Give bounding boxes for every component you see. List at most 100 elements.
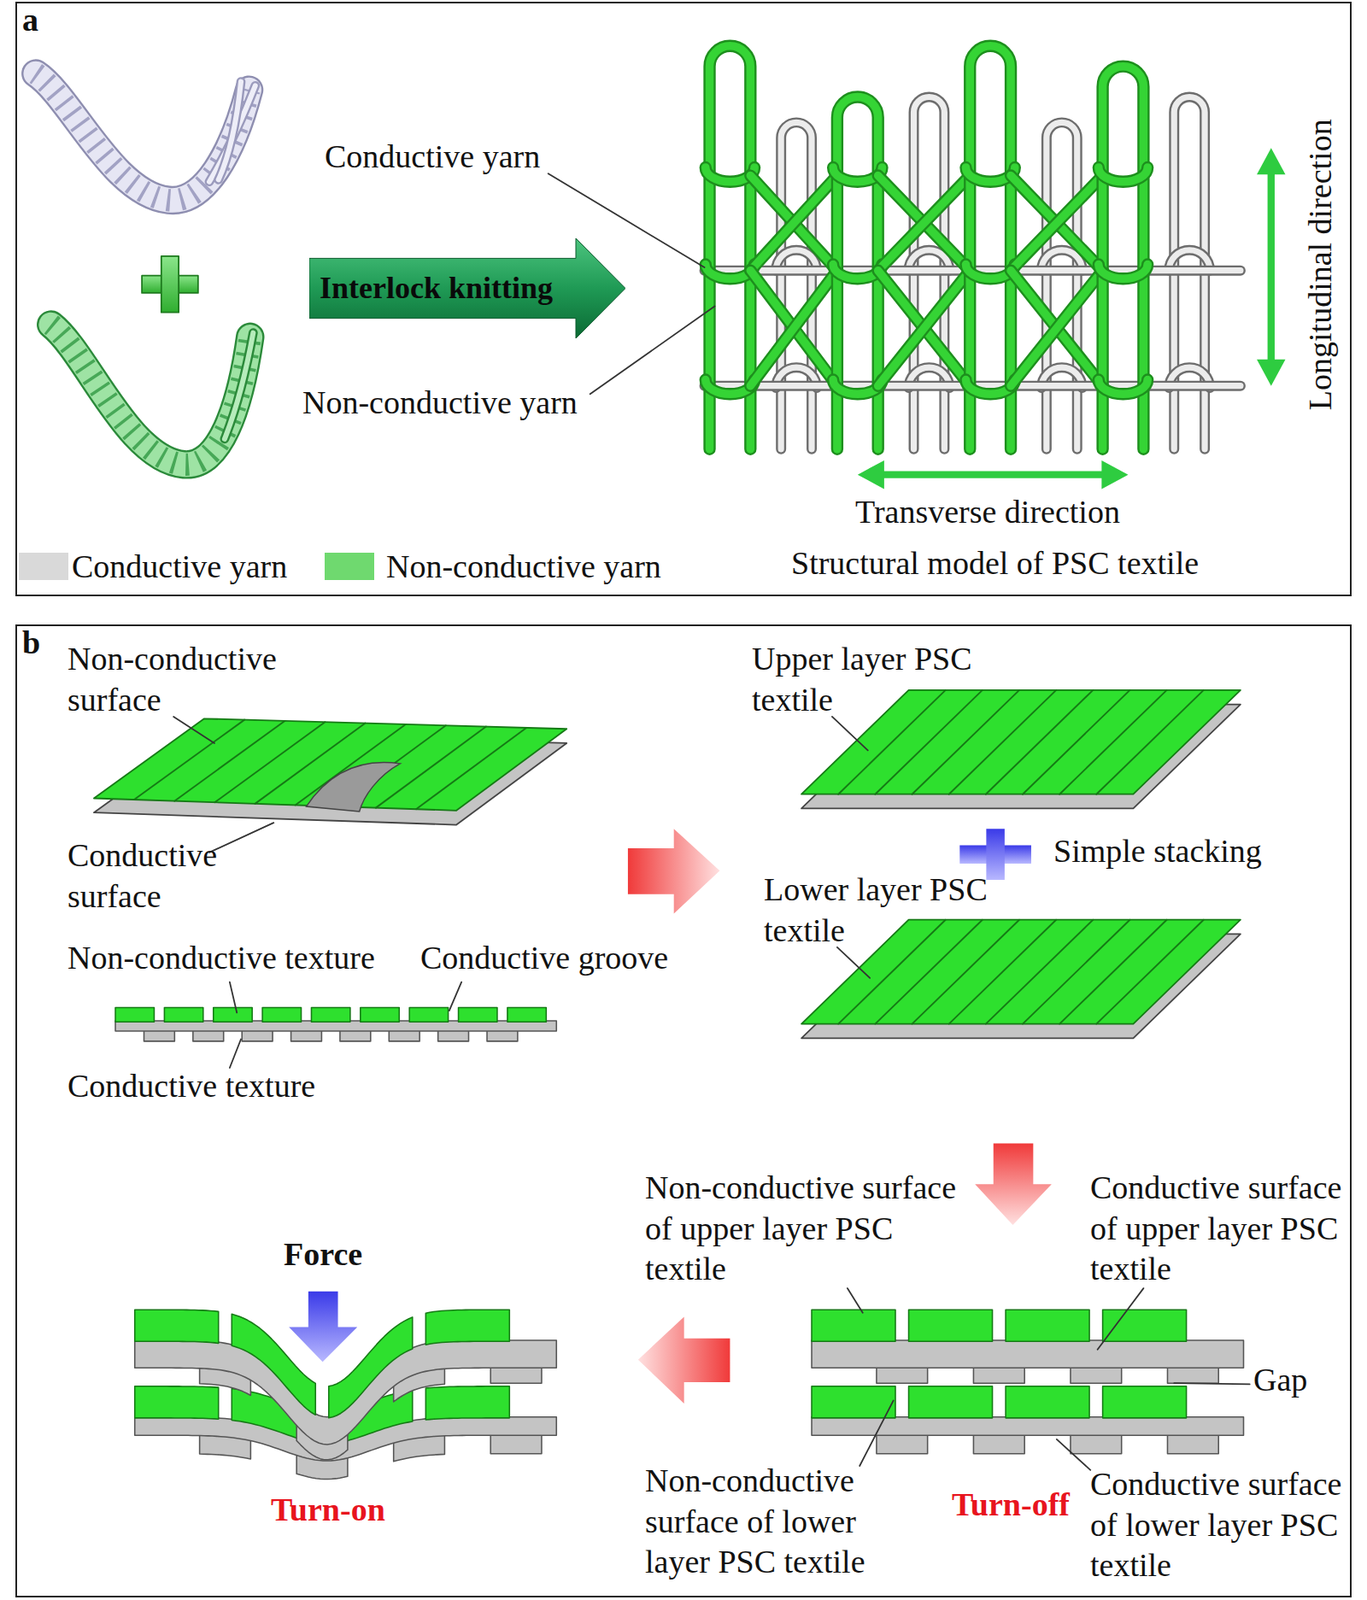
non-conductive-hook (1098, 380, 1148, 395)
state-label: Turn-off (951, 1484, 1070, 1526)
leader-line (229, 982, 237, 1014)
peeled-corner (305, 762, 400, 812)
non-conductive-texture (909, 1309, 993, 1342)
non-conductive-float (750, 270, 838, 387)
conductive-yarn-strand (218, 82, 241, 181)
legend-swatch (18, 552, 69, 581)
non-conductive-float (878, 176, 971, 271)
non-conductive-texture (310, 1007, 350, 1022)
leader-line (590, 305, 716, 394)
panel-frame: b (15, 624, 1352, 1598)
non-conductive-texture (458, 1007, 498, 1022)
part-label: Conductive surface of upper layer PSC te… (1090, 1167, 1362, 1291)
non-conductive-float (1010, 270, 1103, 387)
non-conductive-float (750, 270, 838, 387)
non-conductive-texture (134, 1309, 219, 1344)
direction-arrow (1267, 168, 1275, 366)
direction-arrow (878, 470, 1109, 478)
non-conductive-hook (1098, 167, 1148, 182)
legend-swatch (324, 552, 375, 581)
panel-letter: a (22, 0, 39, 42)
non-conductive-yarn-bundle (51, 324, 251, 465)
yarn-twist (51, 324, 251, 465)
part-label: Conductive surface of lower layer PSC te… (1090, 1464, 1362, 1587)
leader-line (832, 716, 869, 751)
arrow-head (857, 460, 885, 489)
non-conductive-texture (1005, 1309, 1090, 1342)
rib-line (1096, 690, 1203, 795)
non-conductive-float (878, 176, 971, 271)
arrow-head (1101, 460, 1128, 489)
part-label: Non-conductive surface of lower layer PS… (645, 1460, 902, 1584)
non-conductive-yarn-strand (224, 333, 253, 440)
part-label: Upper layer PSC textile (751, 639, 1017, 721)
conductive-layer (811, 1340, 1244, 1368)
conductive-texture (1070, 1433, 1122, 1455)
part-label: Conductive yarn (324, 136, 540, 178)
process-arrow (638, 1317, 731, 1405)
rib-line (214, 721, 325, 803)
non-conductive-texture (164, 1007, 203, 1022)
leader-line (859, 1401, 893, 1467)
non-conductive-float (750, 176, 838, 271)
non-conductive-hook (1098, 264, 1148, 280)
part-label: Non-conductive yarn (302, 382, 578, 424)
part-label: Conductive texture (67, 1066, 316, 1108)
process-arrow (974, 1143, 1052, 1226)
non-conductive-texture (262, 1007, 301, 1022)
part-label: Non-conductive surface (67, 639, 324, 721)
non-conductive-float (1010, 176, 1103, 271)
state-label: Turn-on (270, 1490, 386, 1532)
leader-line (1173, 1383, 1250, 1385)
conductive-texture (973, 1433, 1025, 1455)
non-conductive-float (750, 270, 838, 387)
rib-line (1096, 920, 1203, 1025)
non-conductive-hook (1098, 380, 1148, 395)
conductive-yarn-bundle (35, 73, 250, 200)
rib-line (134, 720, 245, 800)
process-arrow-box: Interlock knitting (309, 238, 626, 339)
yarn-twist (35, 73, 250, 200)
non-conductive-float (878, 176, 971, 271)
arrow-label: Interlock knitting (319, 269, 553, 308)
rib-line (416, 727, 527, 810)
non-conductive-float (1010, 176, 1103, 271)
leader-line (837, 947, 870, 979)
non-conductive-side (801, 920, 1241, 1025)
leader-line (209, 822, 274, 853)
non-conductive-float (878, 270, 971, 387)
part-label: Lower layer PSC textile (763, 869, 1029, 951)
panel-frame: aInterlock knitting (15, 1, 1352, 597)
non-conductive-texture (811, 1386, 896, 1419)
non-conductive-float (1010, 270, 1103, 387)
legend-text: Non-conductive yarn (386, 546, 662, 588)
conductive-texture (876, 1433, 928, 1455)
non-conductive-hook (1098, 167, 1148, 182)
non-conductive-texture (1102, 1386, 1187, 1419)
non-conductive-texture (115, 1007, 154, 1022)
non-conductive-yarn-strand (224, 333, 253, 440)
non-conductive-float (750, 176, 838, 271)
conductive-texture (1167, 1433, 1219, 1455)
plus-sign (161, 256, 179, 313)
leader-line (229, 1039, 241, 1068)
part-label: Simple stacking (1053, 831, 1262, 873)
part-label: Conductive surface (67, 835, 273, 917)
non-conductive-float (878, 176, 971, 271)
non-conductive-float (878, 270, 971, 387)
non-conductive-texture (425, 1309, 510, 1345)
arrow-head (1256, 147, 1285, 175)
part-label: Conductive groove (420, 938, 669, 980)
non-conductive-side (801, 690, 1241, 795)
leader-line (449, 982, 462, 1011)
non-conductive-texture (909, 1386, 993, 1419)
non-conductive-float (878, 270, 971, 387)
conductive-loop (780, 122, 812, 449)
non-conductive-texture (811, 1309, 896, 1342)
process-arrow (627, 828, 721, 914)
non-conductive-float (1010, 270, 1103, 387)
panel-letter: b (22, 622, 41, 664)
